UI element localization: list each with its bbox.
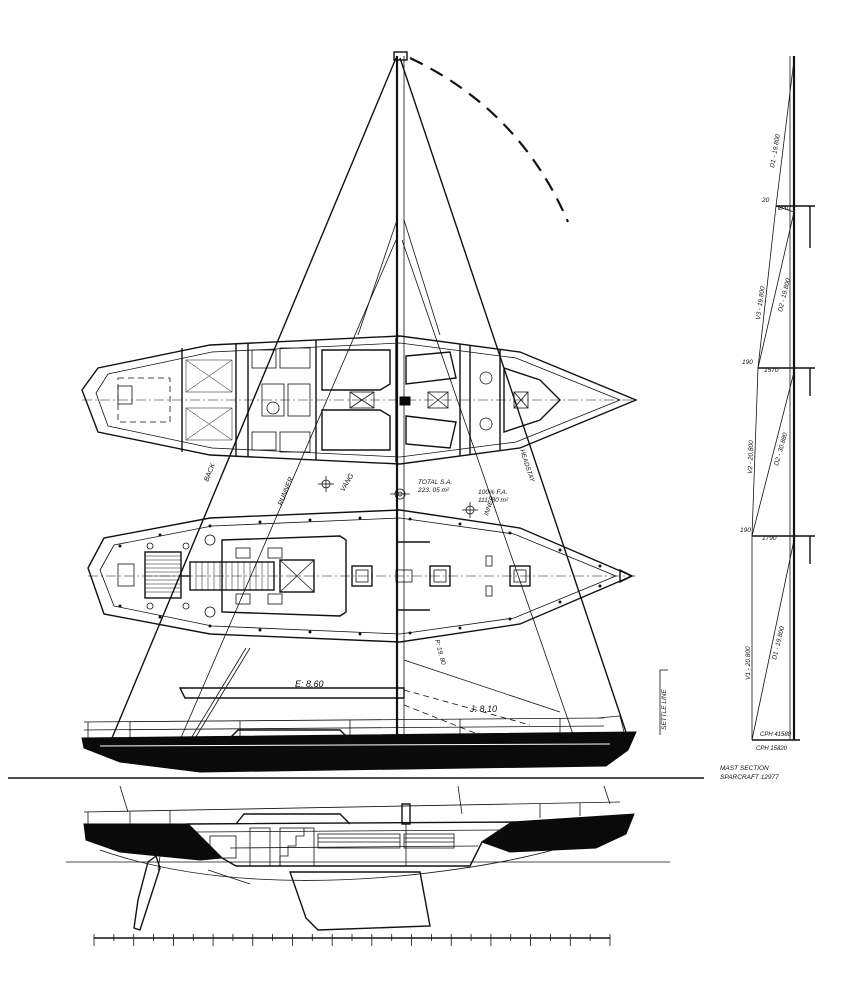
inboard-profile xyxy=(66,785,670,931)
backstay-label: BACK xyxy=(203,462,217,483)
deck-plan xyxy=(87,509,636,643)
mast-panel-label: V1 - 20.800 xyxy=(745,646,752,680)
hull-topsides xyxy=(81,731,637,773)
mast-panel-label: V2 - 20.800 xyxy=(747,440,755,474)
rudder xyxy=(133,854,161,931)
accommodation-plan xyxy=(81,335,638,465)
total-sa-value: 223. 05 m² xyxy=(417,487,450,494)
mainsail-roach xyxy=(409,57,570,223)
station-label: CPH 15820 xyxy=(756,746,788,752)
mast-panel-label: D1 - 19.800 xyxy=(769,133,782,168)
hull-profile-sailplan: SETTLE LINE xyxy=(81,669,668,773)
inner-forestay xyxy=(401,239,576,741)
keel xyxy=(289,871,431,931)
fa-value: 111. 80 m² xyxy=(478,497,509,504)
cockpit-grating xyxy=(144,551,275,599)
settle-line-label: SETTLE LINE xyxy=(661,689,668,730)
boom xyxy=(178,687,405,699)
station-label: 190 xyxy=(742,359,753,366)
scale-bar xyxy=(93,934,611,946)
ce-markers xyxy=(318,476,478,518)
mast-panel-label: V3 - 19.800 xyxy=(755,286,767,321)
station-label: 1570 xyxy=(764,367,779,374)
runner xyxy=(179,239,397,741)
p-label: P: 19. 80 xyxy=(433,639,447,666)
mast-section: D1 - 19.800 V3 - 19.800 D2 - 19.800 V2 -… xyxy=(720,56,815,781)
deck-hatches xyxy=(351,565,531,587)
fa-label: 100% F.A. xyxy=(478,489,508,496)
total-sa-label: TOTAL S.A. xyxy=(418,479,453,486)
runner-label: RUNNER xyxy=(277,476,295,506)
station-label: 20 xyxy=(761,197,770,204)
mainsail-e-label: E: 8.60 xyxy=(295,679,324,689)
mast-section-title: MAST SECTION xyxy=(720,765,769,772)
station-label: Ø40 xyxy=(777,205,791,212)
vang-label: VANG xyxy=(340,472,356,493)
mast-panel-label: D2 - 30.880 xyxy=(773,432,789,467)
station-label: CPH 41580 xyxy=(760,732,792,738)
rig-sail-plan: E: 8.60 J: 8.10 BACK RUNNER VANG TOTAL S… xyxy=(111,51,629,742)
station-label: 1790 xyxy=(762,535,777,542)
mast-section-subtitle: SPARCRAFT 12977 xyxy=(720,774,779,781)
station-label: 190 xyxy=(740,527,751,534)
foretriangle-j-label: J: 8.10 xyxy=(469,704,497,714)
mast-panel-label: D1 - 19.800 xyxy=(771,625,786,660)
